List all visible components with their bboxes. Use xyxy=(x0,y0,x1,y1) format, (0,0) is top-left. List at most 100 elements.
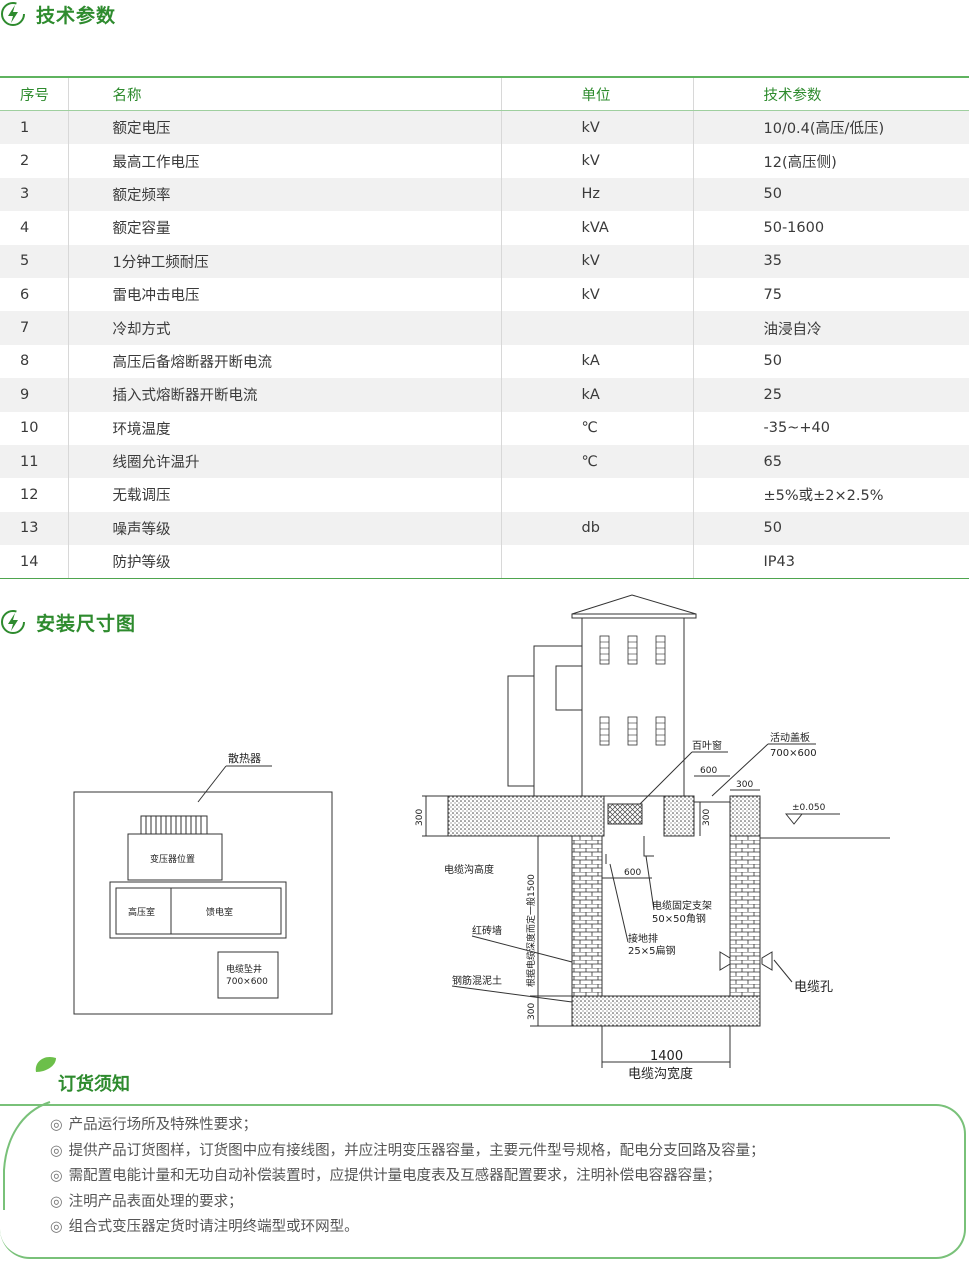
transformer-position-label: 变压器位置 xyxy=(150,853,195,865)
order-note-text: 组合式变压器定货时请注明终端型或环网型。 xyxy=(68,1219,359,1235)
install-section-title: 安装尺寸图 xyxy=(36,612,137,635)
header-name: 名称 xyxy=(68,78,502,111)
order-note-text: 提供产品订货图样，订货图中应有接线图，并应注明变压器容量，主要元件型号规格，配电… xyxy=(68,1142,765,1159)
width-dim: 1400 xyxy=(650,1049,683,1064)
radiator-label: 散热器 xyxy=(228,751,261,765)
row-index: 4 xyxy=(0,211,69,245)
order-section-title: 订货须知 xyxy=(58,1074,130,1095)
row-unit xyxy=(501,311,694,345)
ground-bar-spec: 25×5扁钢 xyxy=(628,944,675,957)
row-name: 雷电冲击电压 xyxy=(68,277,502,312)
feeder-room-label: 馈电室 xyxy=(206,906,233,918)
bullet-icon: ◎ xyxy=(50,1219,63,1235)
dim-300-left: 300 xyxy=(415,809,425,826)
bullet-icon: ◎ xyxy=(50,1193,63,1210)
row-name: 环境温度 xyxy=(68,411,502,445)
row-name: 额定电压 xyxy=(68,110,502,145)
list-item: ◎ 提供产品订货图样，订货图中应有接线图，并应注明变压器容量，主要元件型号规格，配… xyxy=(50,1139,765,1165)
dim-600-top: 600 xyxy=(700,766,717,776)
bracket-spec: 50×50角钢 xyxy=(652,912,706,925)
row-name: 防护等级 xyxy=(68,545,502,580)
cable-shaft-size: 700×600 xyxy=(226,977,268,987)
row-name: 额定容量 xyxy=(68,211,502,245)
row-name: 最高工作电压 xyxy=(68,144,502,178)
row-unit: kV xyxy=(501,110,694,145)
louver-label: 百叶窗 xyxy=(692,739,722,752)
row-unit: kA xyxy=(501,344,694,379)
install-section-header: 安装尺寸图 xyxy=(0,608,136,636)
row-value: 油浸自冷 xyxy=(693,311,969,345)
table-header-row: 序号 名称 单位 技术参数 xyxy=(0,78,969,111)
row-index: 8 xyxy=(0,344,69,379)
row-value: ±5%或±2×2.5% xyxy=(763,488,884,505)
row-value: 65 xyxy=(693,444,969,479)
row-index: 11 xyxy=(0,444,69,479)
order-note-text: 产品运行场所及特殊性要求； xyxy=(68,1117,258,1133)
row-unit: kA xyxy=(501,378,694,412)
row-unit xyxy=(501,478,694,512)
ground-bar-label: 接地排 xyxy=(628,932,658,945)
trench-height-label: 电缆沟高度 xyxy=(444,863,494,876)
cover-plate-label: 活动盖板 xyxy=(770,731,810,744)
list-item: ◎注明产品表面处理的要求； xyxy=(50,1190,765,1216)
header-value: 技术参数 xyxy=(693,78,969,111)
row-unit: kV xyxy=(501,144,694,178)
row-name: 无载调压 xyxy=(68,478,502,512)
row-index: 7 xyxy=(0,311,69,345)
row-value: 50-1600 xyxy=(763,219,825,236)
brick-wall-label: 红砖墙 xyxy=(472,924,502,937)
row-index: 13 xyxy=(0,511,69,546)
row-index: 6 xyxy=(0,277,69,312)
spec-section-header: 技术参数 xyxy=(0,0,116,28)
dim-300-bottom: 300 xyxy=(527,1003,537,1020)
order-note-text: 需配置电能计量和无功自动补偿装置时，应提供计量电度表及互感器配置要求，注明补偿电… xyxy=(68,1168,722,1184)
cover-plate-size: 700×600 xyxy=(770,748,817,759)
lightning-icon xyxy=(1,610,25,634)
bullet-icon: ◎ xyxy=(50,1117,63,1133)
header-index: 序号 xyxy=(0,78,69,111)
list-item: ◎ 组合式变压器定货时请注明终端型或环网型。 xyxy=(50,1215,765,1241)
row-value: IP43 xyxy=(693,545,969,580)
bracket-label: 电缆固定支架 xyxy=(652,899,712,912)
row-index: 2 xyxy=(0,144,69,178)
list-item: ◎ 产品运行场所及特殊性要求； xyxy=(50,1113,765,1139)
row-unit: ℃ xyxy=(501,411,694,445)
row-name: 高压后备熔断器开断电流 xyxy=(68,344,502,379)
row-index: 9 xyxy=(0,378,69,412)
order-notes-list: ◎ 产品运行场所及特殊性要求； ◎ 提供产品订货图样，订货图中应有接线图，并应注明变… xyxy=(50,1113,765,1241)
row-unit: kVA xyxy=(501,211,694,245)
trench-width-label: 电缆沟宽度 xyxy=(628,1066,693,1082)
order-notes-box xyxy=(0,1104,966,1259)
row-index: 14 xyxy=(0,545,69,580)
row-value: 12(高压侧) xyxy=(763,154,837,171)
bullet-icon: ◎ xyxy=(50,1168,63,1184)
row-index: 12 xyxy=(0,478,69,512)
row-index: 3 xyxy=(0,177,69,212)
bullet-icon: ◎ xyxy=(50,1142,63,1159)
row-index: 1 xyxy=(0,110,69,145)
dim-600-inner: 600 xyxy=(624,868,641,878)
row-unit: Hz xyxy=(501,177,694,212)
list-item: ◎ 需配置电能计量和无功自动补偿装置时，应提供计量电度表及互感器配置要求，注明补偿… xyxy=(50,1164,765,1190)
dim-300-mid: 300 xyxy=(702,809,712,826)
depth-note: 根据电缆深度而定一般1500 xyxy=(525,874,537,987)
cable-shaft-label: 电缆坠井 xyxy=(226,963,262,975)
hv-room-label: 高压室 xyxy=(128,906,155,918)
concrete-label: 钢筋混泥土 xyxy=(452,974,502,987)
row-index: 5 xyxy=(0,244,69,278)
cable-hole-label: 电缆孔 xyxy=(794,979,833,995)
section-view-drawing: 电缆孔 300 根据电缆深度而定一般1500 300 电缆沟高度 红砖墙 钢筋混… xyxy=(415,594,890,1082)
